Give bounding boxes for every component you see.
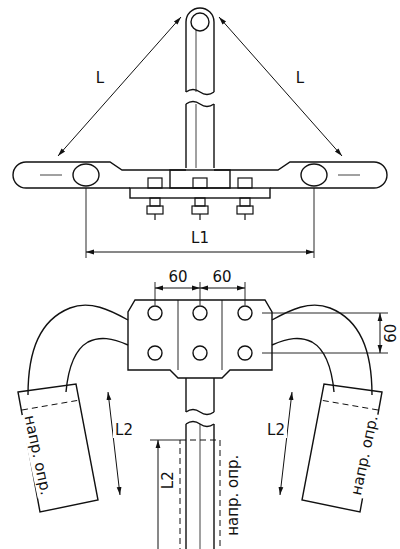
dimension-label: L2	[113, 422, 135, 439]
dimension-label: 60	[166, 269, 189, 286]
top-view	[13, 8, 387, 258]
dimension-label: L	[294, 70, 306, 87]
dimension-label: L2	[160, 469, 177, 491]
dimension-label: L2	[265, 422, 287, 439]
dimension-label: L	[94, 70, 106, 87]
dimension-label: напр. опр.	[348, 412, 382, 499]
dimension-label: напр. опр.	[21, 412, 55, 499]
dimension-label: L1	[189, 230, 211, 247]
bottom-view	[18, 282, 388, 549]
dimension-label: 60	[210, 269, 233, 286]
dimension-label: 60	[384, 321, 400, 344]
dimension-label: напр. опр.	[226, 452, 243, 537]
